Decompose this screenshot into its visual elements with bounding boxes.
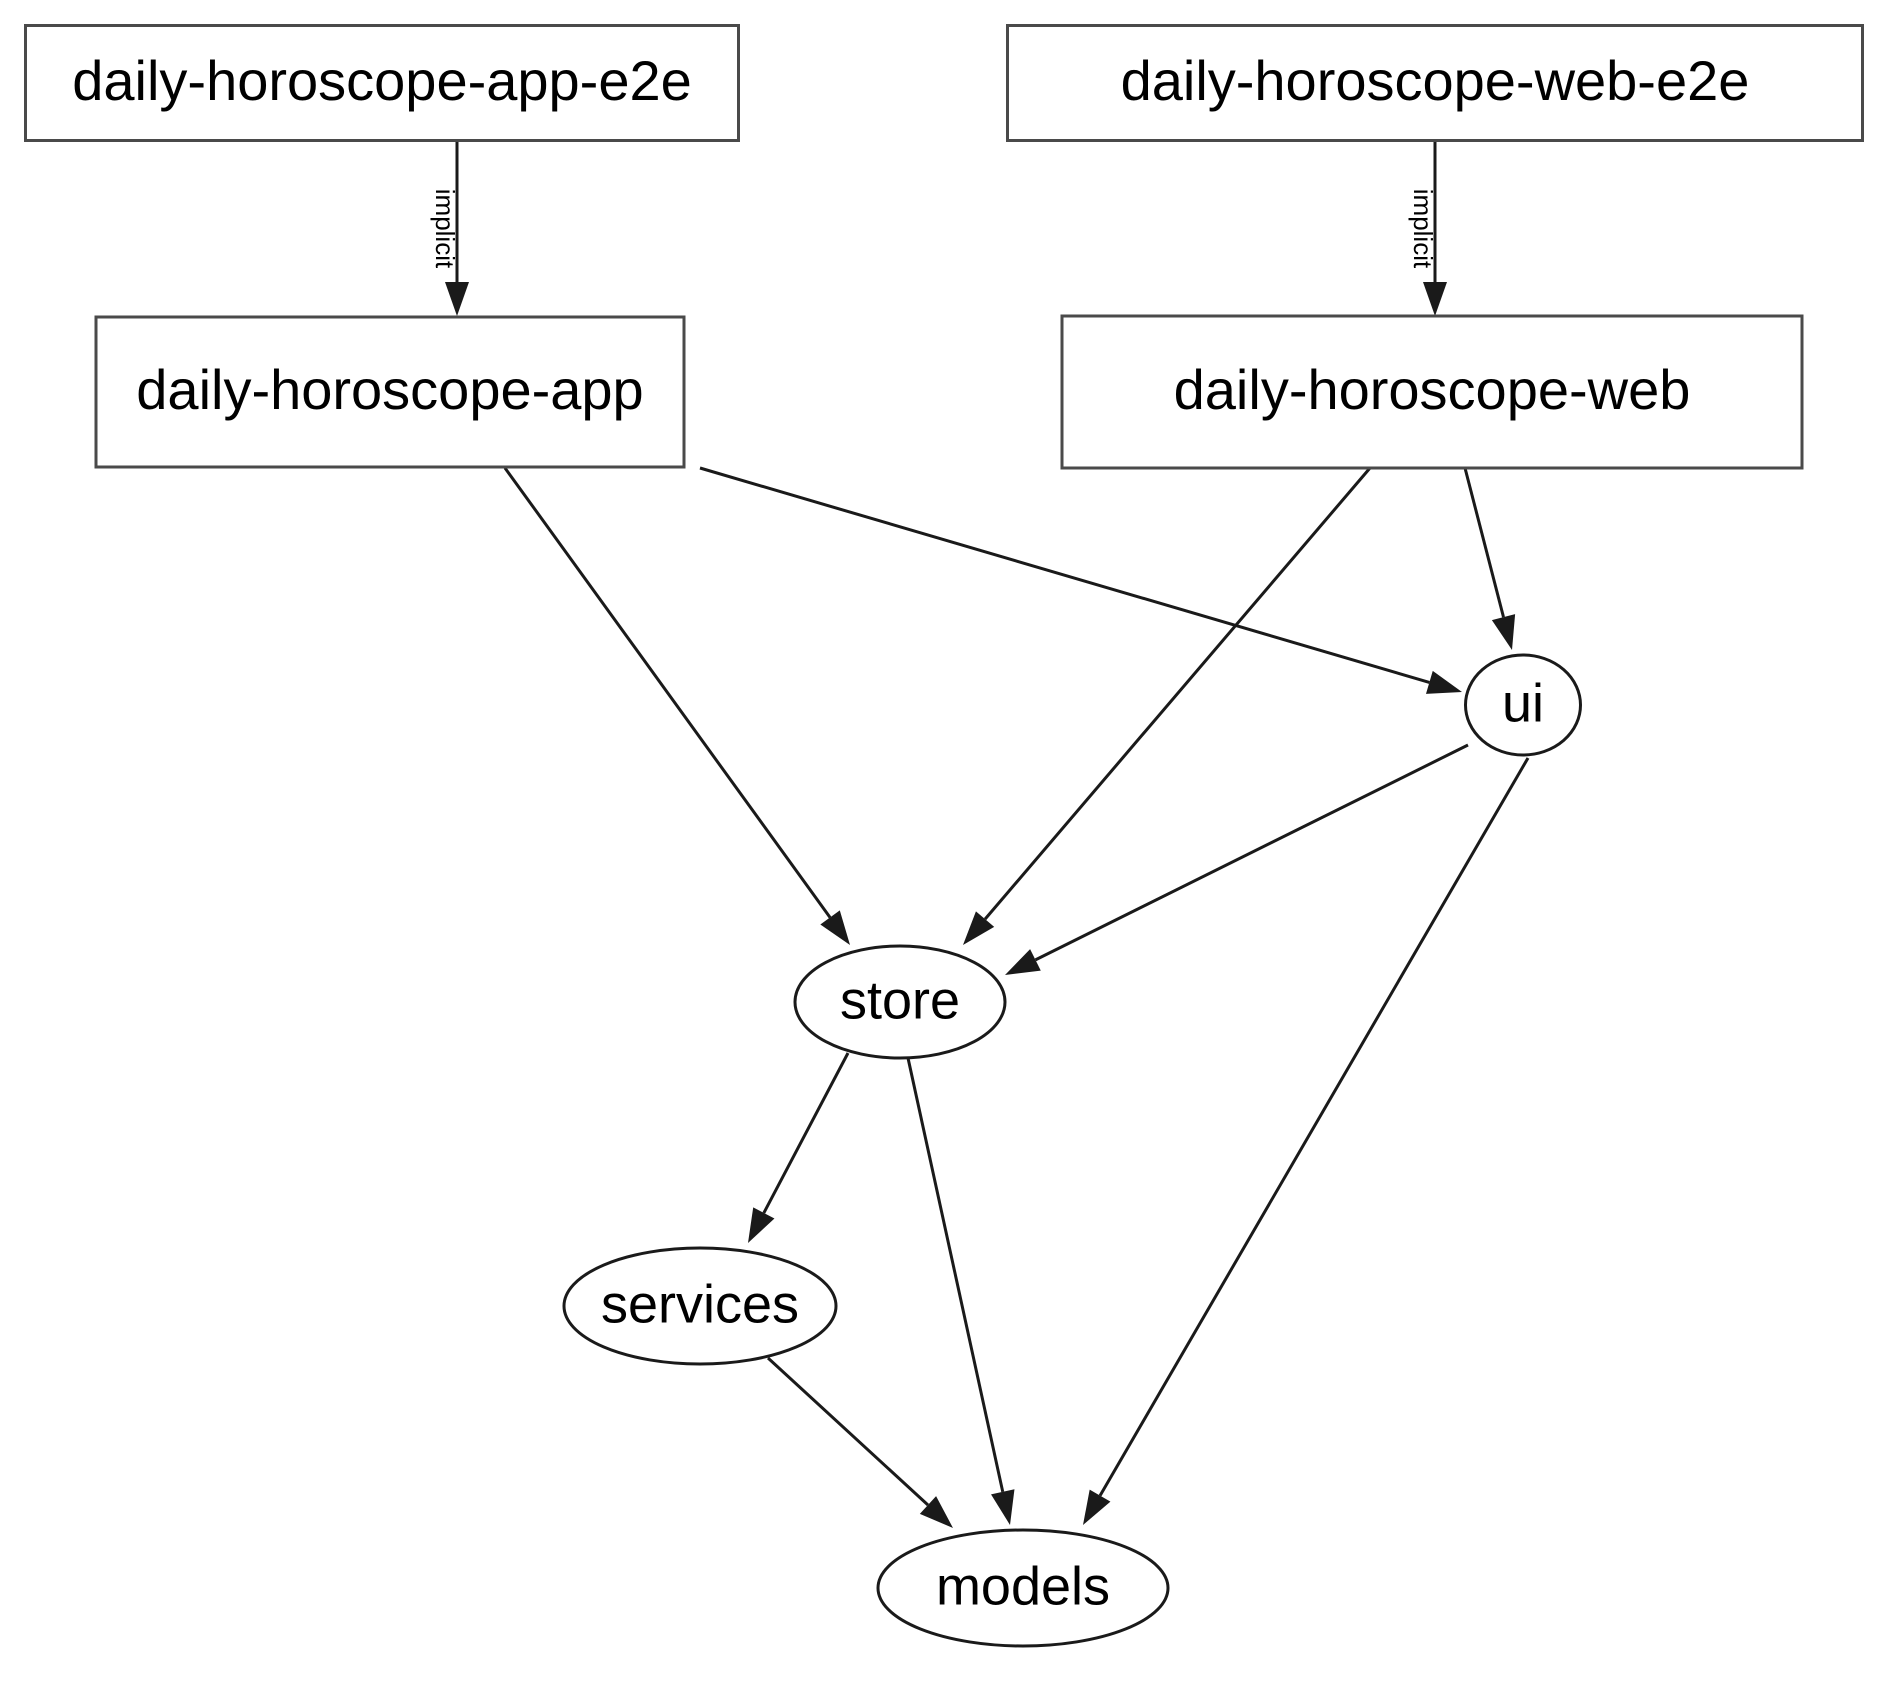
arrowhead-icon: [1005, 949, 1041, 975]
node-daily-horoscope-app[interactable]: daily-horoscope-app: [94, 315, 686, 469]
node-daily-horoscope-web[interactable]: daily-horoscope-web: [1060, 314, 1804, 470]
edge-line: [503, 467, 832, 919]
node-label: ui: [1502, 673, 1544, 733]
edge-services-to-models: [766, 1356, 953, 1528]
node-box-shape[interactable]: [24, 24, 740, 142]
edges-layer: implicit implicit: [430, 141, 1530, 1528]
node-ellipse-shape[interactable]: [1464, 653, 1582, 757]
node-label: services: [601, 1274, 799, 1334]
node-ellipse-shape[interactable]: [876, 1528, 1170, 1648]
arrowhead-icon: [991, 1489, 1015, 1525]
arrowhead-icon: [820, 910, 850, 945]
edge-line: [906, 1057, 1005, 1493]
edge-line: [699, 466, 1430, 684]
edge-daily-horoscope-web-to-store: [963, 467, 1372, 945]
node-ui[interactable]: ui: [1464, 653, 1582, 757]
edge-line: [762, 1052, 850, 1214]
edge-ui-to-models: [1083, 757, 1530, 1525]
edge-daily-horoscope-app-e2e-to-daily-horoscope-app: implicit: [430, 141, 469, 316]
node-label: daily-horoscope-app: [136, 358, 643, 421]
edge-line: [766, 1356, 929, 1507]
node-label: daily-horoscope-app-e2e: [72, 49, 692, 112]
node-store[interactable]: store: [793, 944, 1007, 1060]
node-models[interactable]: models: [876, 1528, 1170, 1648]
edge-store-to-services: [748, 1052, 850, 1243]
edge-ui-to-store: [1005, 743, 1469, 975]
arrowhead-icon: [1423, 282, 1447, 316]
arrowhead-icon: [748, 1207, 775, 1243]
node-box-shape[interactable]: [1060, 314, 1804, 470]
edge-daily-horoscope-app-to-ui: [699, 466, 1462, 694]
arrowhead-icon: [1425, 670, 1462, 694]
edge-line: [1098, 757, 1530, 1497]
edge-daily-horoscope-app-to-store: [503, 467, 850, 945]
edge-store-to-models: [906, 1057, 1015, 1525]
node-label: store: [840, 970, 960, 1030]
arrowhead-icon: [1083, 1489, 1111, 1525]
edge-line: [983, 467, 1372, 921]
node-label: daily-horoscope-web-e2e: [1121, 49, 1750, 112]
node-ellipse-shape[interactable]: [793, 944, 1007, 1060]
edge-daily-horoscope-web-e2e-to-daily-horoscope-web: implicit: [1408, 141, 1447, 316]
node-services[interactable]: services: [562, 1246, 838, 1366]
arrowhead-icon: [963, 911, 995, 945]
nodes-layer: daily-horoscope-app-e2e daily-horoscope-w…: [24, 24, 1864, 1648]
edge-line: [1463, 467, 1505, 618]
edge-label: implicit: [430, 189, 460, 269]
arrowhead-icon: [1491, 614, 1516, 650]
node-box-shape[interactable]: [1006, 24, 1864, 142]
arrowhead-icon: [919, 1496, 953, 1528]
node-label: daily-horoscope-web: [1174, 358, 1691, 421]
node-label: models: [936, 1556, 1110, 1616]
node-daily-horoscope-web-e2e[interactable]: daily-horoscope-web-e2e: [1006, 24, 1864, 142]
node-ellipse-shape[interactable]: [562, 1246, 838, 1366]
arrowhead-icon: [445, 282, 469, 316]
node-daily-horoscope-app-e2e[interactable]: daily-horoscope-app-e2e: [24, 24, 740, 142]
edge-line: [1034, 743, 1469, 962]
node-box-shape[interactable]: [94, 315, 686, 469]
edge-label: implicit: [1408, 189, 1438, 269]
edge-daily-horoscope-web-to-ui: [1463, 467, 1516, 650]
